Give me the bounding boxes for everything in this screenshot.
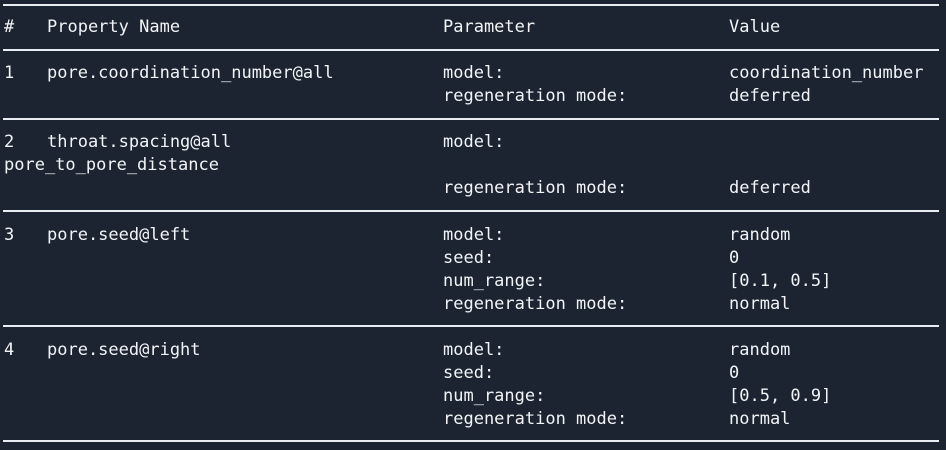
row-param-value: 0 xyxy=(729,363,740,383)
row-param-value: normal xyxy=(729,294,791,314)
header-rule xyxy=(3,49,939,51)
row-separator-1 xyxy=(3,118,939,120)
row-param-name: model: xyxy=(443,63,505,83)
row-param-value: normal xyxy=(729,409,791,429)
row-param-value: random xyxy=(729,340,791,360)
table-bottom-rule xyxy=(3,440,939,442)
row-separator-2 xyxy=(3,210,939,212)
row-index: 3 xyxy=(4,225,15,245)
row-property-name: pore.seed@right xyxy=(47,340,201,360)
row-param-value: random xyxy=(729,225,791,245)
row-param-name: model: xyxy=(443,340,505,360)
row-param-value: 0 xyxy=(729,248,740,268)
row-index: 2 xyxy=(4,132,15,152)
row-param-name: seed: xyxy=(443,363,495,383)
row-param-name: model: xyxy=(443,225,505,245)
row-separator-3 xyxy=(3,325,939,327)
row-param-name: seed: xyxy=(443,248,495,268)
row-param-value: [0.1, 0.5] xyxy=(729,271,832,291)
row-wrapped-value: pore_to_pore_distance xyxy=(4,155,219,175)
header-parameter: Parameter xyxy=(443,17,536,37)
row-param-name: num_range: xyxy=(443,386,546,406)
row-param-value: [0.5, 0.9] xyxy=(729,386,832,406)
row-param-name: regeneration mode: xyxy=(443,294,628,314)
row-param-name: regeneration mode: xyxy=(443,409,628,429)
row-param-value: coordination_number xyxy=(729,63,924,83)
row-property-name: pore.coordination_number@all xyxy=(47,63,334,83)
row-property-name: pore.seed@left xyxy=(47,225,191,245)
row-param-name: regeneration mode: xyxy=(443,86,628,106)
row-index: 1 xyxy=(4,63,15,83)
table-top-rule xyxy=(3,4,939,6)
header-index: # xyxy=(4,17,15,37)
row-param-name: regeneration mode: xyxy=(443,178,628,198)
header-property-name: Property Name xyxy=(47,17,181,37)
row-param-value: deferred xyxy=(729,178,811,198)
row-param-value: deferred xyxy=(729,86,811,106)
row-param-name: model: xyxy=(443,132,505,152)
header-value: Value xyxy=(729,17,781,37)
row-param-name: num_range: xyxy=(443,271,546,291)
row-property-name: throat.spacing@all xyxy=(47,132,232,152)
row-index: 4 xyxy=(4,340,15,360)
